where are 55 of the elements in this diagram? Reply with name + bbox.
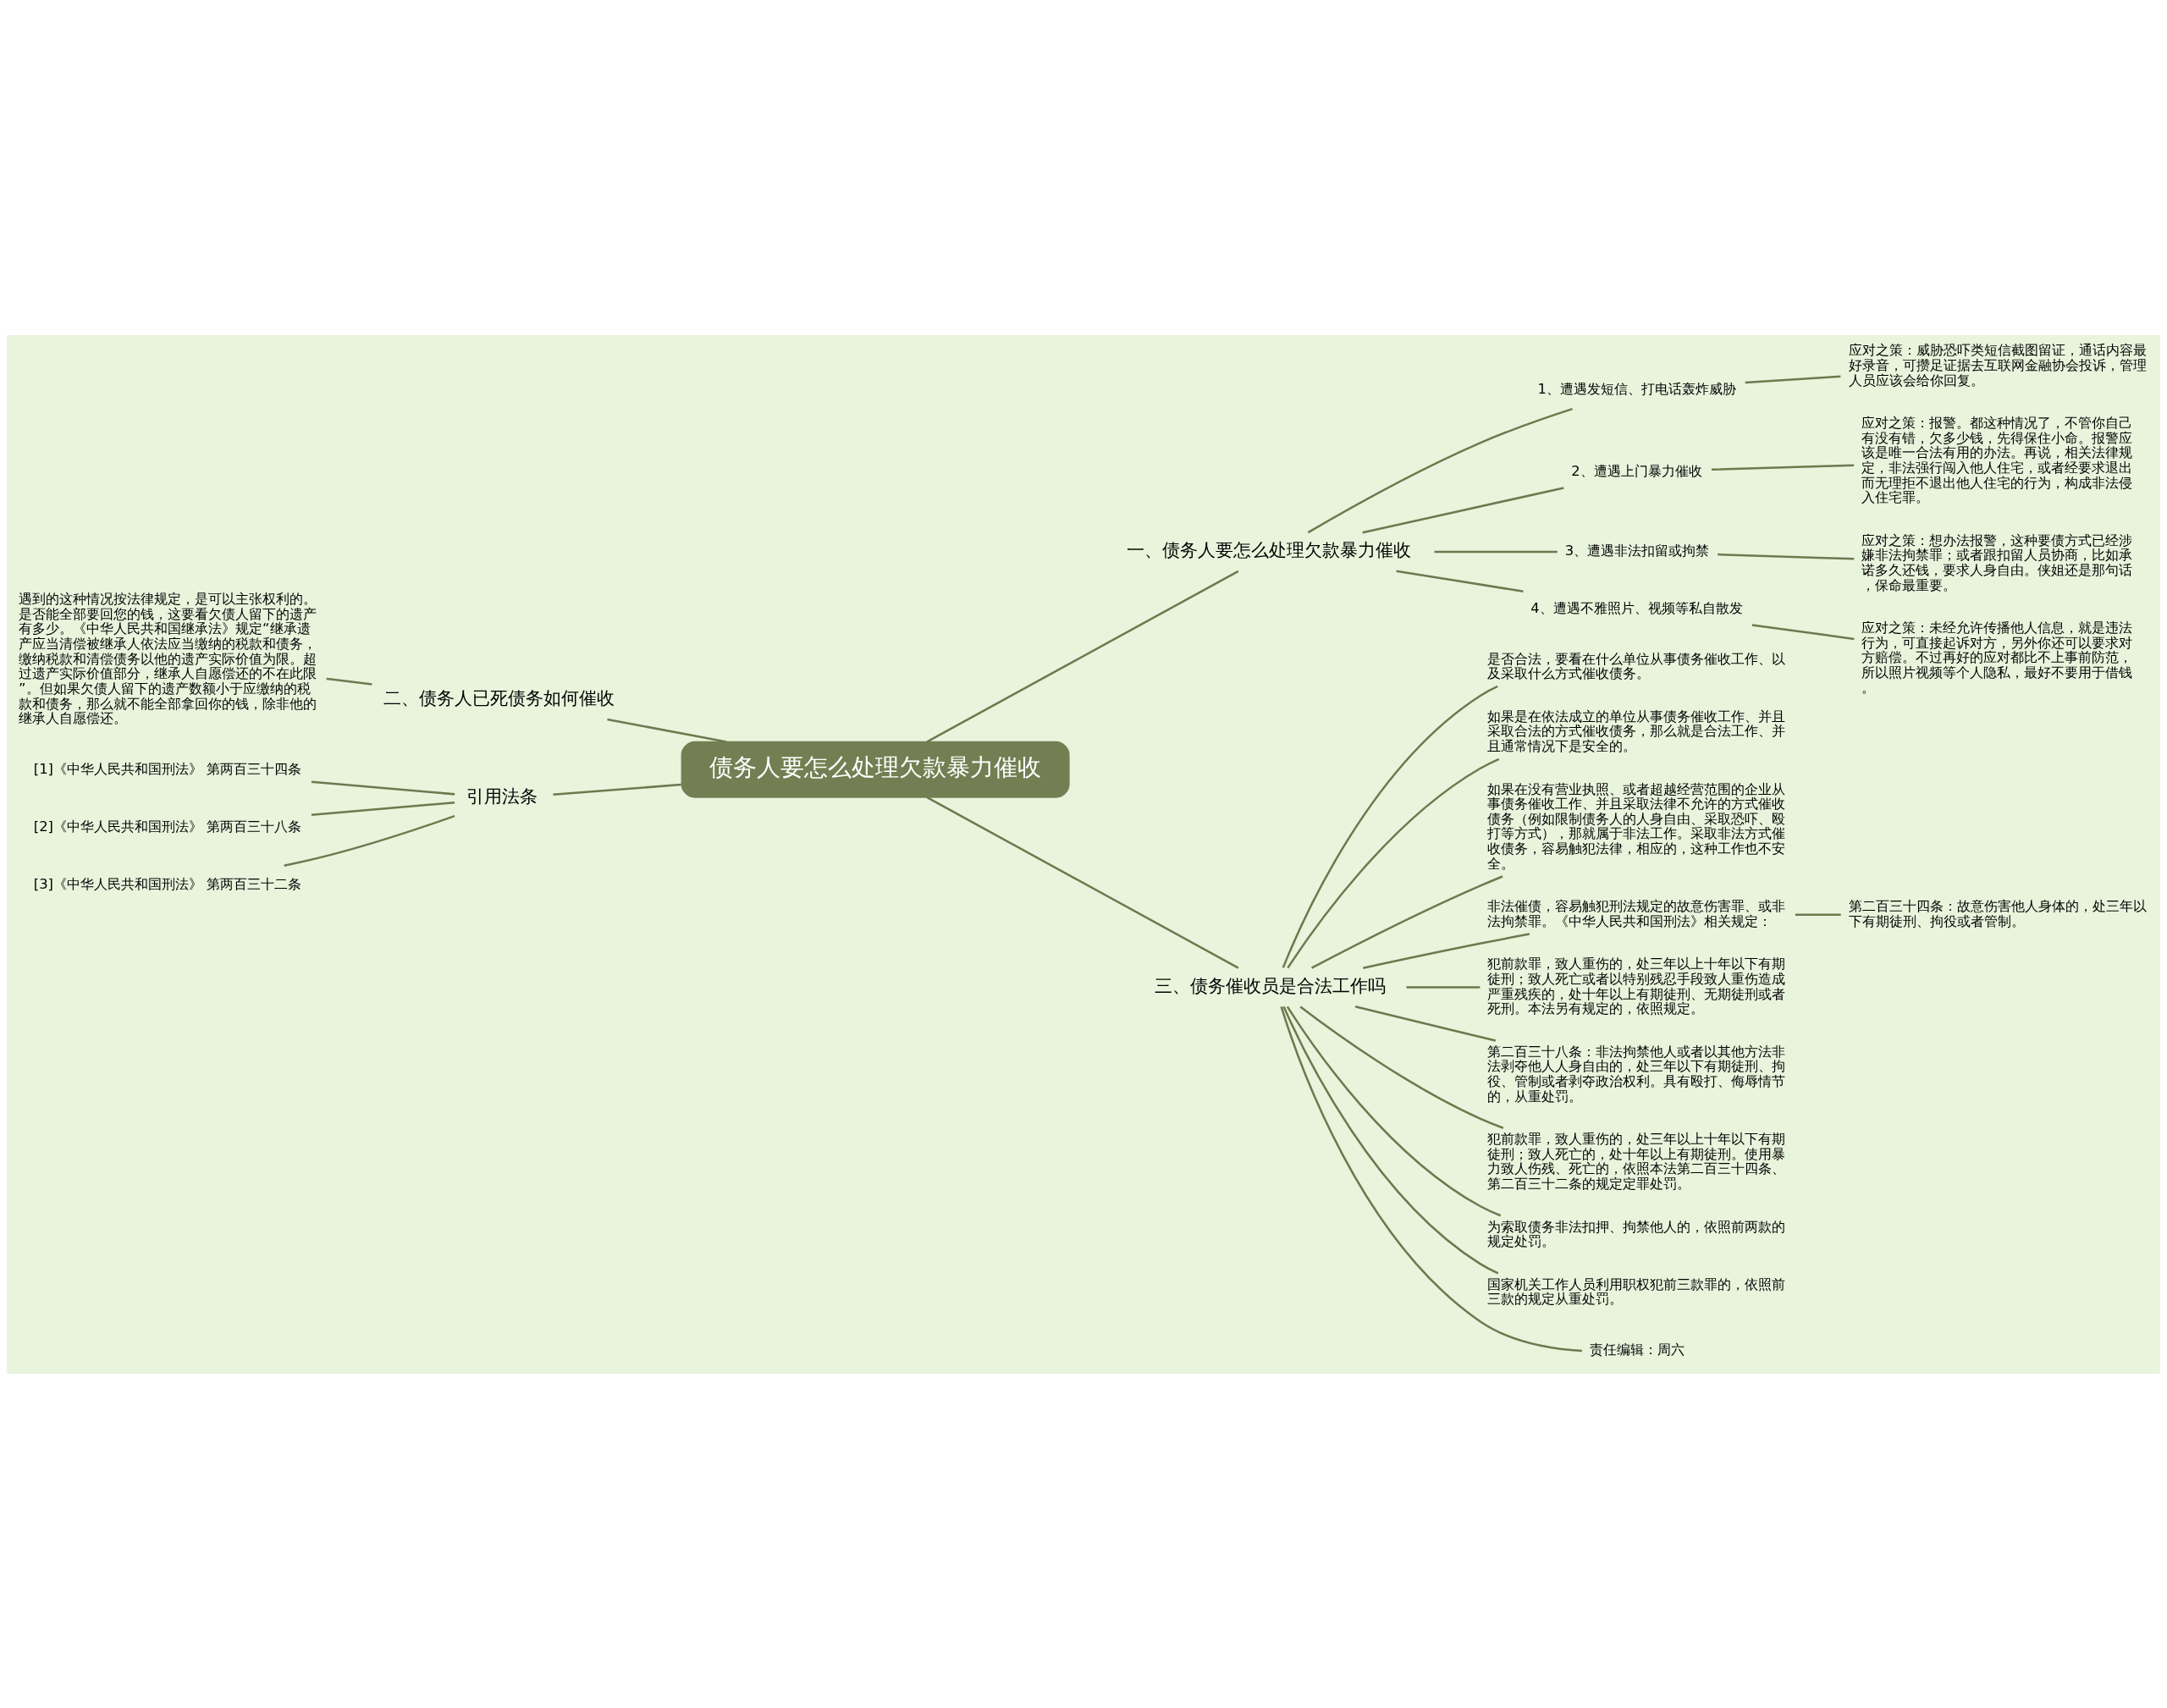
node-text: 一、债务人要怎么处理欠款暴力催收 bbox=[1127, 538, 1412, 560]
node-text: 非法催债，容易触犯刑法规定的故意伤害罪、或非法拘禁罪。《中华人民共和国刑法》相关规定： bbox=[1487, 897, 1786, 929]
node-text: 三、债务催收员是合法工作吗 bbox=[1154, 974, 1386, 996]
node-text: 3、遭遇非法扣留或拘禁 bbox=[1564, 542, 1710, 559]
connector bbox=[1711, 464, 1855, 471]
connector bbox=[1282, 1006, 1499, 1274]
connector bbox=[926, 796, 1239, 969]
connector bbox=[311, 780, 455, 796]
connector bbox=[1299, 1005, 1504, 1129]
node-text: 2、遭遇上门暴力催收 bbox=[1571, 462, 1702, 479]
connector bbox=[1354, 1005, 1497, 1042]
node-text: [3]《中华人民共和国刑法》 第两百三十二条 bbox=[33, 875, 302, 892]
node-text: 4、遭遇不雅照片、视频等私自散发 bbox=[1530, 599, 1743, 616]
node-text: 二、债务人已死债务如何催收 bbox=[383, 686, 615, 708]
node-text: 如果是在依法成立的单位从事债务催收工作、并且采取合法的方式催收债务，那么就是合法工作、并且通常情况下是安全的。 bbox=[1487, 708, 1786, 754]
connector bbox=[1287, 758, 1500, 968]
node-box: 债务人要怎么处理欠款暴力催收 bbox=[681, 741, 1070, 798]
connector bbox=[1751, 623, 1855, 640]
node-text: 犯前款罪，致人重伤的，处三年以上十年以下有期徒刑；致人死亡或者以特别残忍手段致人重伤造成严重残疾的，处十年以上有期徒刑、无期徒刑或者死刑。本法另有规定的，依照规定。 bbox=[1487, 955, 1786, 1017]
connector bbox=[1282, 685, 1498, 968]
node-text: 引用法条 bbox=[466, 785, 538, 807]
connector bbox=[1280, 1006, 1582, 1352]
connector bbox=[926, 570, 1239, 742]
connector bbox=[1718, 553, 1855, 560]
node-text: 责任编辑：周六 bbox=[1589, 1341, 1685, 1358]
connector bbox=[1286, 1006, 1502, 1216]
node-text: 第二百三十四条：故意伤害他人身体的，处三年以下有期徒刑、拘役或者管制。 bbox=[1848, 897, 2147, 929]
connector bbox=[1310, 874, 1503, 969]
node-text: 遇到的这种情况按法律规定，是可以主张权利的。是否能全部要回您的钱，这要看欠债人留下的遗产有多少。《中华人民共和国继承法》规定“继承遗产应当清偿被继承人依法应当缴纳的税款和债务，缴纳税款和清偿债务以他的遗产实际价值为限。超过遗产实际价值部分，继承人自愿偿还的不在此限”。但如果欠债人留下的遗产数额小于应缴纳的税款和债务，那么就不能全部拿回你的钱，除非他的继承人自愿偿还。 bbox=[19, 590, 317, 726]
node-text: 应对之策：想办法报警，这种要债方式已经涉嫌非法拘禁罪；或者跟扣留人员协商，比如承诺多久还钱，要求人身自由。侠姐还是那句话，保命最重要。 bbox=[1861, 532, 2133, 593]
node-text: 如果在没有营业执照、或者超越经营范围的企业从事债务催收工作、并且采取法律不允许的方式催收债务（例如限制债务人的人身自由、采取恐吓、殴打等方式），那就属于非法工作。采取非法方式催收债务，容易触犯法律，相应的，这种工作也不安全。 bbox=[1487, 780, 1786, 872]
node-text: 应对之策：威胁恐吓类短信截图留证，通话内容最好录音，可攒足证据去互联网金融协会投诉，管理人员应该会给你回复。 bbox=[1848, 341, 2147, 388]
connector bbox=[284, 814, 455, 867]
connector bbox=[1362, 486, 1564, 533]
node-text: 是否合法，要看在什么单位从事债务催收工作、以及采取什么方式催收债务。 bbox=[1487, 650, 1786, 681]
connector bbox=[1745, 374, 1841, 383]
node-text: [2]《中华人民共和国刑法》 第两百三十八条 bbox=[33, 818, 302, 835]
node-text: 为索取债务非法扣押、拘禁他人的，依照前两款的规定处罚。 bbox=[1487, 1218, 1786, 1249]
connector bbox=[1363, 932, 1530, 969]
node-text: 1、遭遇发短信、打电话轰炸威胁 bbox=[1537, 380, 1736, 397]
connector bbox=[1434, 550, 1558, 553]
connector bbox=[1795, 913, 1841, 916]
node-text: 犯前款罪，致人重伤的，处三年以上十年以下有期徒刑；致人死亡的，处十年以上有期徒刑。使用暴力致人伤残、死亡的，依照本法第二百三十四条、第二百三十二条的规定定罪处罚。 bbox=[1487, 1130, 1786, 1192]
connector bbox=[326, 677, 372, 686]
node-text: 第二百三十八条：非法拘禁他人或者以其他方法非法剥夺他人人身自由的，处三年以下有期徒刑、拘役、管制或者剥夺政治权利。具有殴打、侮辱情节的，从重处罚。 bbox=[1487, 1043, 1786, 1105]
connector bbox=[1396, 570, 1524, 592]
node-text: 应对之策：未经允许传播他人信息，就是违法行为，可直接起诉对方，另外你还可以要求对方赔偿。不过再好的应对都比不上事前防范，所以照片视频等个人隐私，最好不要用于借钱。 bbox=[1861, 619, 2133, 696]
connector bbox=[1406, 985, 1481, 989]
connector bbox=[553, 783, 681, 796]
node-text: 应对之策：报警。都这种情况了，不管你自己有没有错，欠多少钱，先得保住小命。报警应该是唯一合法有用的办法。再说，相关法律规定，非法强行闯入他人住宅，或者经要求退出而无理拒不退出他人住宅的行为，构成非法侵入住宅罪。 bbox=[1861, 414, 2133, 505]
connector bbox=[311, 801, 455, 816]
connector bbox=[607, 718, 727, 743]
node-text: 国家机关工作人员利用职权犯前三款罪的，依照前三款的规定从重处罚。 bbox=[1487, 1275, 1786, 1307]
connector bbox=[1307, 407, 1573, 533]
node-text: [1]《中华人民共和国刑法》 第两百三十四条 bbox=[33, 760, 302, 777]
